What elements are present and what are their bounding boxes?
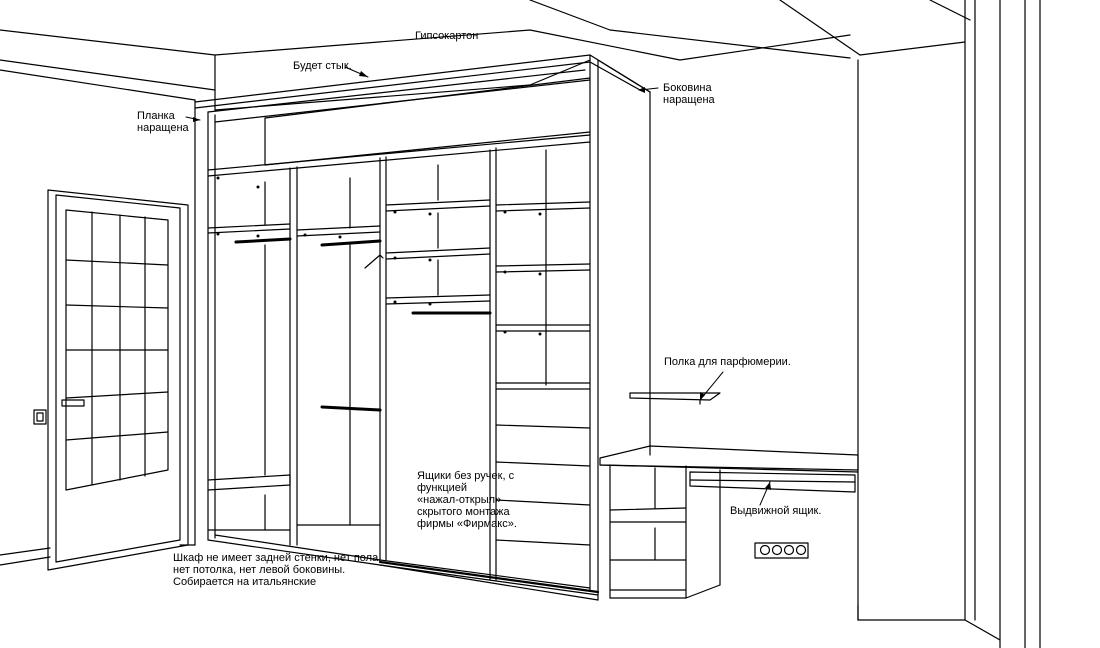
section-2 (296, 156, 387, 561)
shelf-supports (216, 176, 542, 336)
plinth (378, 560, 600, 594)
label-note-line-3: Собирается на итальянские (173, 576, 317, 588)
hanging-rails (234, 237, 492, 412)
label-drawers-line-2: функцией (417, 482, 468, 494)
right-column (857, 59, 1001, 641)
label-drawers-line-3: «нажал-открыл» (417, 494, 502, 506)
label-strip-line-1: Планка (137, 110, 175, 122)
label-drywall: Гипсокартон (415, 30, 479, 42)
label-drawers-line-4: скрытого монтажа (417, 506, 510, 518)
label-drawers-line-1: Ящики без ручек, с (417, 470, 515, 482)
hanger (364, 254, 384, 269)
label-drawers-line-5: фирмы «Фирмакс». (417, 518, 517, 530)
leader-lines (185, 66, 771, 506)
section-3 (385, 147, 497, 581)
section-1 (207, 166, 298, 546)
desk (599, 445, 859, 599)
label-note: Шкаф не имеет задней стенки, нет пола, н… (173, 552, 381, 588)
section-4 (495, 149, 591, 546)
room-ceiling (0, 0, 1041, 648)
label-joint: Будет стык. (293, 60, 352, 72)
label-side-panel-line-2: наращена (663, 94, 715, 106)
leader-arrowheads (193, 71, 771, 490)
sockets (754, 542, 809, 559)
label-note-line-2: нет потолка, нет левой боковины. (173, 564, 346, 576)
label-pullout-drawer: Выдвижной ящик. (730, 505, 822, 517)
label-note-line-1: Шкаф не имеет задней стенки, нет пола, (173, 552, 382, 564)
label-side-panel-line-1: Боковина (663, 82, 712, 94)
perfume-shelf (629, 392, 721, 405)
left-wall (0, 99, 196, 566)
door (33, 189, 189, 571)
label-side-panel: Боковина наращена (663, 82, 715, 106)
label-strip: Планка наращена (137, 110, 189, 134)
label-drawers: Ящики без ручек, с функцией «нажал-откры… (417, 470, 517, 530)
label-strip-line-2: наращена (137, 122, 189, 134)
top-shelf (207, 131, 591, 177)
wardrobe-frame (194, 54, 651, 601)
label-perfume-shelf: Полка для парфюмерии. (664, 356, 791, 368)
